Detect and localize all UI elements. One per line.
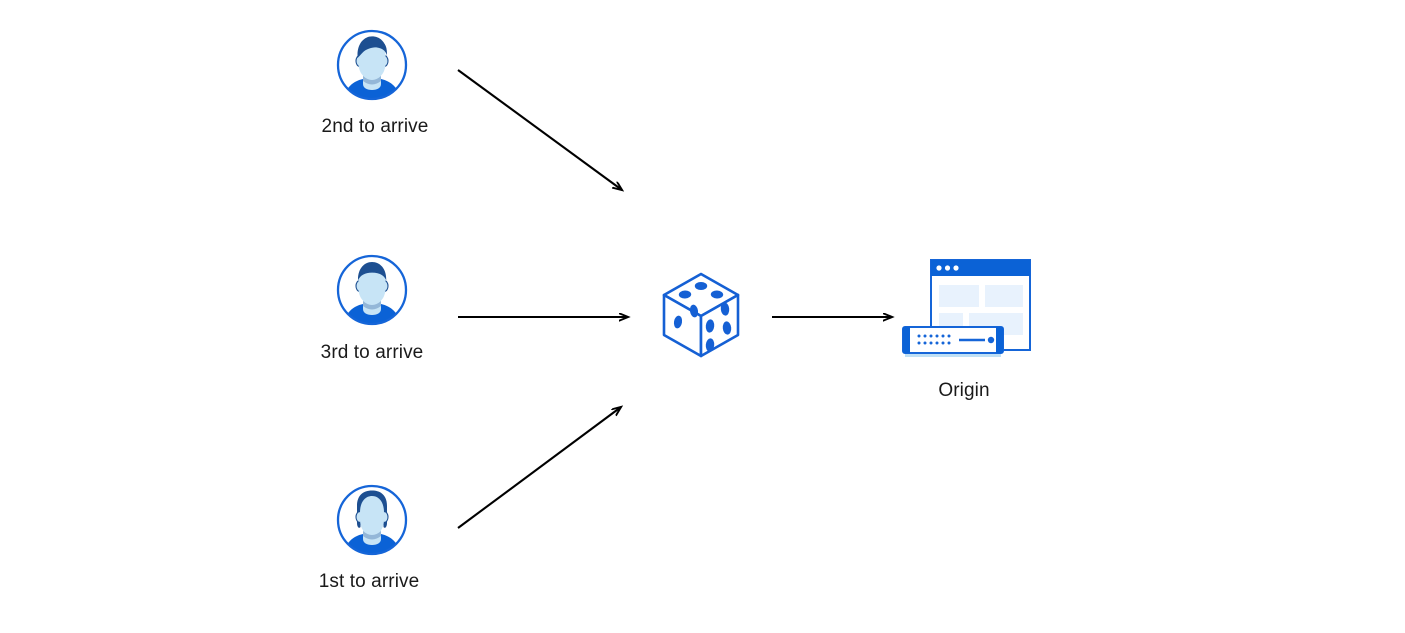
dice-icon <box>662 272 740 358</box>
client-avatar-3rd <box>335 253 409 327</box>
client-label-3rd: 3rd to arrive <box>320 342 424 363</box>
server-appliance-icon <box>902 326 1004 357</box>
arrow-1st-to-dice <box>457 407 621 529</box>
client-avatar-1st <box>335 483 409 557</box>
load-balancer-node <box>658 270 744 360</box>
client-label-1st: 1st to arrive <box>318 571 420 592</box>
client-label-2nd: 2nd to arrive <box>321 116 429 137</box>
user-avatar-icon <box>336 254 408 326</box>
user-avatar-icon <box>336 29 408 101</box>
origin-node <box>895 258 1033 358</box>
origin-server-icon <box>902 259 1031 357</box>
arrow-2nd-to-dice <box>457 69 622 190</box>
origin-label: Origin <box>938 380 990 401</box>
user-avatar-icon <box>336 484 408 556</box>
client-avatar-2nd <box>335 28 409 102</box>
